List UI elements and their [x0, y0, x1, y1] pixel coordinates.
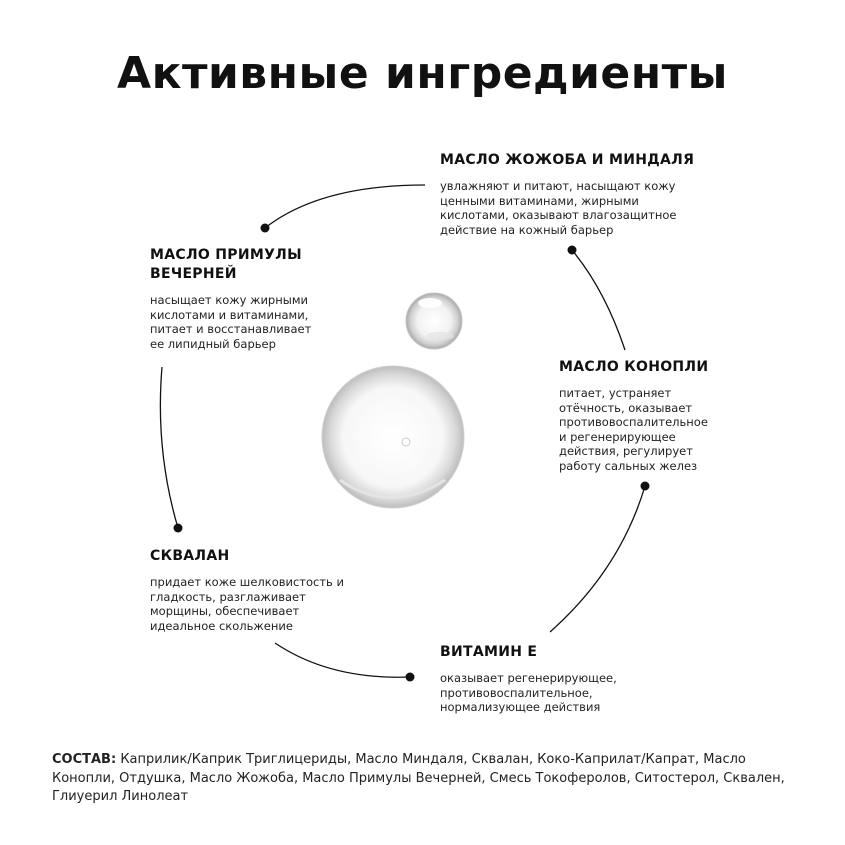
ingredient-description: придает коже шелковистость и гладкость, …	[150, 575, 344, 633]
ingredient-description: оказывает регенерирующее, противовоспали…	[440, 671, 617, 714]
ingredient-vitamin-e: ВИТАМИН Е оказывает регенерирующее, прот…	[440, 643, 640, 715]
arc-vitamin-squalane	[274, 642, 411, 678]
composition: СОСТАВ: Каприлик/Каприк Триглицериды, Ма…	[52, 751, 812, 807]
ingredient-description: увлажняют и питают, насыщают кожу ценным…	[440, 179, 677, 237]
ingredient-hemp: МАСЛО КОНОПЛИ питает, устраняет отёчност…	[559, 358, 709, 473]
page-title: Активные ингредиенты	[117, 48, 728, 99]
ingredient-squalane: СКВАЛАН придает коже шелковистость и гла…	[150, 547, 350, 633]
arc-dot	[260, 223, 270, 233]
composition-text: Каприлик/Каприк Триглицериды, Масло Минд…	[52, 752, 785, 804]
arc-primrose-jojoba	[264, 184, 426, 229]
ingredient-evening-primrose: МАСЛО ПРИМУЛЫ ВЕЧЕРНЕЙ насыщает кожу жир…	[150, 246, 320, 351]
ingredient-description: питает, устраняет отёчность, оказывает п…	[559, 386, 708, 473]
ingredient-jojoba-almond: МАСЛО ЖОЖОБА И МИНДАЛЯ увлажняют и питаю…	[440, 151, 700, 237]
ingredient-name: ВИТАМИН Е	[440, 644, 538, 660]
composition-label: СОСТАВ:	[52, 752, 117, 767]
arc-dot	[173, 523, 183, 533]
ingredient-name: МАСЛО КОНОПЛИ	[559, 359, 709, 375]
arc-hemp-vitamin	[549, 485, 646, 633]
oil-drop-small	[405, 292, 463, 350]
oil-drop-large	[321, 365, 465, 509]
ingredient-name: МАСЛО ЖОЖОБА И МИНДАЛЯ	[440, 152, 695, 168]
arc-dot	[405, 672, 415, 682]
arc-jojoba-hemp	[571, 249, 626, 351]
arc-dot	[640, 481, 650, 491]
arc-dot	[567, 245, 577, 255]
ingredient-description: насыщает кожу жирными кислотами и витами…	[150, 293, 312, 351]
ingredient-name: СКВАЛАН	[150, 548, 230, 564]
arc-squalane-primrose	[159, 366, 179, 529]
ingredient-name: МАСЛО ПРИМУЛЫ ВЕЧЕРНЕЙ	[150, 247, 302, 282]
